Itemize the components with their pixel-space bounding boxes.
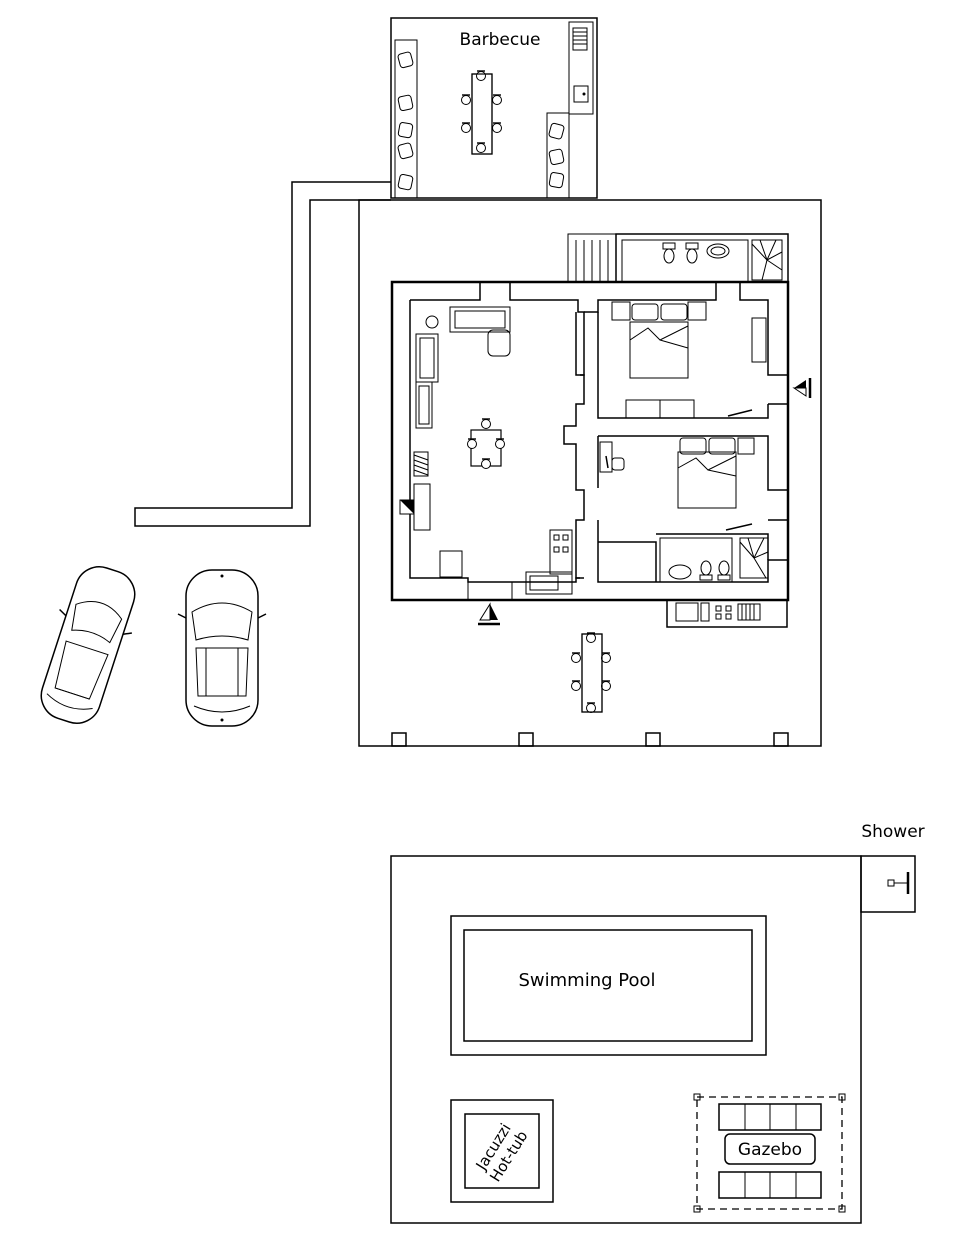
washbasin-icon (706, 243, 730, 259)
sofa-icon (415, 306, 511, 383)
dining-table-icon (570, 632, 612, 714)
pool-area: Shower Swimming Pool Jacuzzi Hot-tub Gaz… (390, 822, 925, 1224)
dining-table-icon (466, 418, 506, 470)
toilet-icon (699, 560, 713, 581)
swimming-pool-label: Swimming Pool (518, 970, 655, 991)
barbecue-area: Barbecue (390, 17, 598, 199)
washbasin-icon (668, 564, 692, 580)
kitchen-counter-icon (666, 599, 788, 628)
double-bed-icon (677, 437, 755, 509)
gazebo-label: Gazebo (738, 1140, 802, 1160)
terrace (358, 199, 822, 747)
fireplace-icon (399, 451, 431, 531)
garden-path (134, 181, 391, 527)
north-arrow-icon (478, 602, 500, 626)
car-icon (177, 569, 267, 727)
dining-table-icon (460, 70, 503, 155)
north-arrow-icon (792, 378, 812, 398)
kitchen-counter-icon (525, 529, 573, 595)
bidet-icon (685, 242, 699, 264)
spiral-stairs-icon (739, 537, 769, 579)
spiral-stairs-icon (751, 239, 783, 281)
toilet-icon (662, 242, 676, 264)
bidet-icon (717, 560, 731, 581)
car-icon (40, 566, 136, 724)
shower-icon (887, 872, 910, 894)
house (390, 233, 812, 626)
shower-label: Shower (861, 822, 924, 842)
barbecue-label: Barbecue (460, 30, 541, 50)
double-bed-icon (611, 301, 707, 379)
